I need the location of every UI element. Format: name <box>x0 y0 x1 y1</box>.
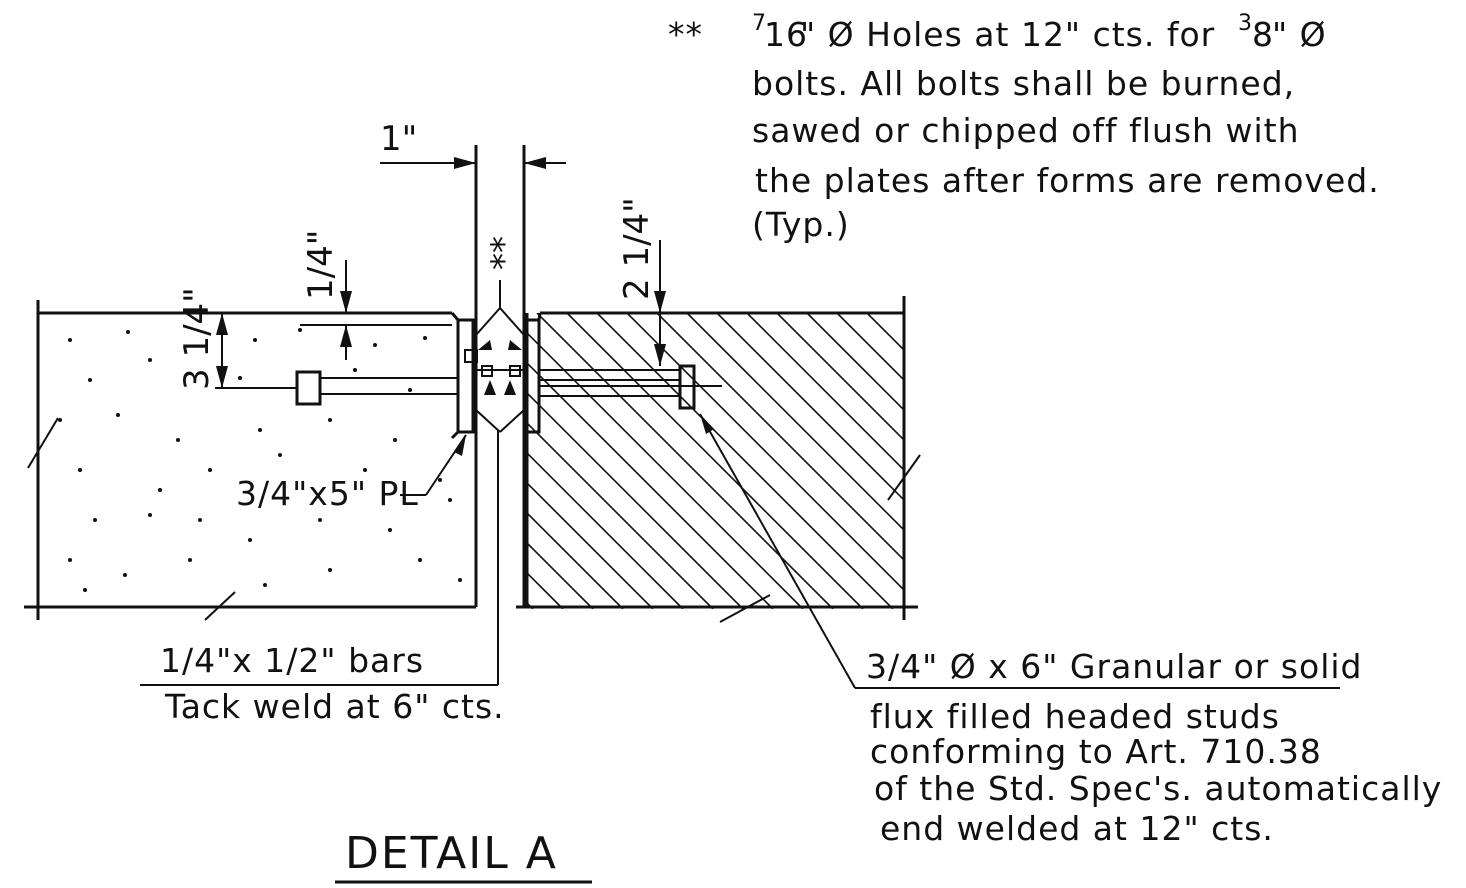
stud-label-line-1: 3/4" Ø x 6" Granular or solid <box>866 647 1362 686</box>
bolt-note-line-1: " Ø Holes at 12" cts. for <box>800 15 1215 54</box>
plate-leader <box>400 434 467 496</box>
bolt-note-frac-num: 7 <box>752 11 766 36</box>
right-vertical-dimension-label: 2 1/4" <box>617 197 657 300</box>
plate-label: 3/4"x5" PL <box>236 474 419 513</box>
bolt-note-line-1-end: " Ø <box>1272 15 1327 54</box>
left-vertical-dimension-label: 3 1/4" <box>177 287 217 390</box>
bolt-note-frac2-num: 3 <box>1238 11 1252 36</box>
dimension-gap: 1" <box>380 119 566 169</box>
bolt-note-frac2-den: 8 <box>1252 15 1274 54</box>
stud-leader <box>699 413 1340 689</box>
bolt-note-line-5: (Typ.) <box>752 205 850 244</box>
right-hatched-slab <box>516 296 921 623</box>
dimension-right-vertical: 2 1/4" <box>617 197 666 366</box>
hole-marker-label: ** <box>484 236 524 270</box>
bolt-note-line-3: sawed or chipped off flush with <box>752 111 1299 150</box>
bolt-note-frac-den: 16 <box>764 15 808 54</box>
hatch-pattern <box>527 313 904 609</box>
joint-assembly <box>215 145 722 685</box>
stud-label-line-3: conforming to Art. 710.38 <box>870 732 1322 771</box>
stud-label-line-5: end welded at 12" cts. <box>880 809 1274 848</box>
dimension-hole-marker: ** <box>484 236 524 308</box>
bars-label: 1/4"x 1/2" bars <box>160 641 424 680</box>
left-concrete-slab <box>24 300 478 621</box>
bolt-note: ** 7 16 " Ø Holes at 12" cts. for 3 8 " … <box>668 11 1380 244</box>
gap-dimension-label: 1" <box>380 119 417 159</box>
dimension-top-left: 1/4" <box>300 230 452 360</box>
bolt-note-line-4: the plates after forms are removed. <box>755 161 1380 200</box>
dimension-left-vertical: 3 1/4" <box>177 287 228 390</box>
detail-title: DETAIL A <box>345 828 558 879</box>
stud-label-line-4: of the Std. Spec's. automatically <box>874 769 1442 808</box>
concrete-stipple <box>58 328 462 592</box>
stud-label-line-2: flux filled headed studs <box>870 697 1280 736</box>
bolt-note-line-2: bolts. All bolts shall be burned, <box>752 64 1295 103</box>
bolt-note-marker: ** <box>668 15 703 54</box>
top-left-dimension-label: 1/4" <box>301 230 341 300</box>
diamond-arrows <box>478 340 522 395</box>
tack-weld-label: Tack weld at 6" cts. <box>164 687 505 726</box>
